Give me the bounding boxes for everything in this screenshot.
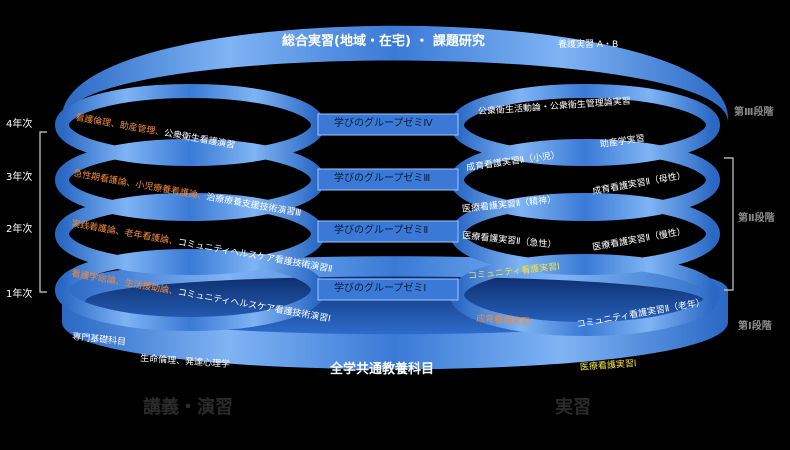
stage-2: 第Ⅱ段階 (738, 213, 775, 224)
practicum-label: 実習 (555, 397, 591, 418)
year-2: 2年次 (6, 224, 33, 235)
stage-bracket (724, 157, 734, 291)
seminar-1: 学びのグループゼミⅠ (334, 283, 427, 294)
top-title: 総合実習(地域・在宅) ・ 課題研究 (282, 34, 485, 49)
top-ring (62, 25, 728, 122)
lectures-label: 講義・演習 (143, 397, 233, 418)
year-4: 4年次 (6, 119, 33, 130)
stage-1: 第Ⅰ段階 (738, 321, 772, 332)
stage-3: 第Ⅲ段階 (734, 107, 774, 118)
year-3: 3年次 (6, 172, 33, 183)
seminar-4: 学びのグループゼミⅣ (334, 118, 433, 129)
seminar-bars (317, 113, 459, 301)
base-ring (62, 256, 728, 370)
top-right-label: 養護実習 A・B (558, 40, 619, 50)
year-bracket (39, 131, 47, 293)
seminar-2: 学びのグループゼミⅡ (334, 225, 429, 236)
year-1: 1年次 (6, 289, 33, 300)
seminar-3: 学びのグループゼミⅢ (334, 173, 431, 184)
base-center: 全学共通教養科目 (330, 362, 435, 377)
